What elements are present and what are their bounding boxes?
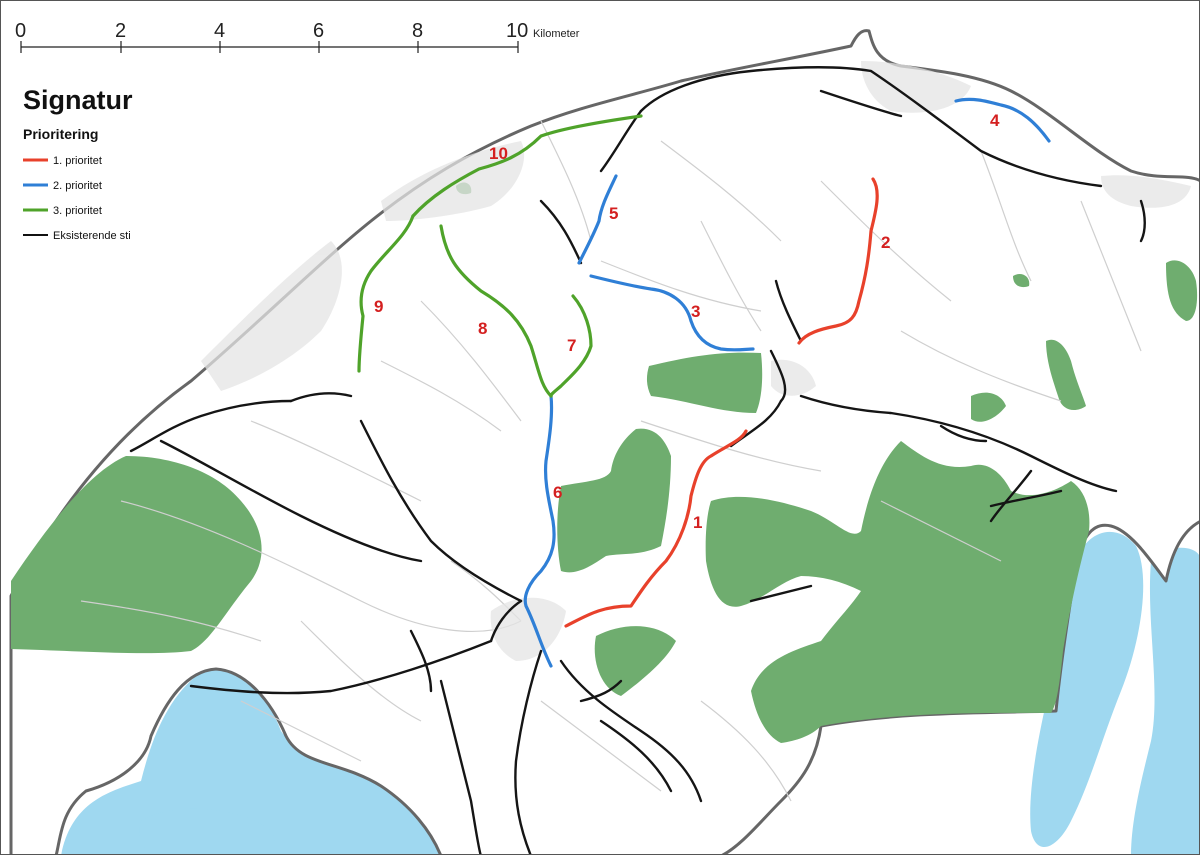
route-label-8: 8 <box>478 319 487 338</box>
scale-tick-6: 6 <box>313 20 324 42</box>
water-bay-southwest <box>61 670 441 854</box>
route-9-line[interactable] <box>357 214 415 373</box>
existing-paths <box>129 66 1146 854</box>
forest-central <box>557 428 671 573</box>
legend-label-existing-path: Eksisterende sti <box>53 230 131 242</box>
route-4-line[interactable] <box>954 97 1051 143</box>
legend-label-priority-1: 1. prioritet <box>53 155 102 167</box>
route-label-7: 7 <box>567 336 576 355</box>
route-label-4: 4 <box>990 111 1000 130</box>
legend-subtitle: Prioritering <box>23 126 98 142</box>
route-8-line[interactable] <box>439 224 553 398</box>
legend-label-priority-2: 2. prioritet <box>53 180 102 192</box>
water-lake-east <box>1030 531 1144 848</box>
route-7-line[interactable] <box>549 294 593 398</box>
route-label-2: 2 <box>881 233 890 252</box>
planned-routes <box>357 97 1051 668</box>
scale-tick-4: 4 <box>214 20 225 42</box>
route-label-6: 6 <box>553 483 562 502</box>
route-label-5: 5 <box>609 204 618 223</box>
route-labels: 1 2 3 4 5 6 7 8 9 10 <box>374 111 1000 532</box>
scale-tick-2: 2 <box>115 20 126 42</box>
route-2-line[interactable] <box>797 177 879 345</box>
legend-label-priority-3: 3. prioritet <box>53 205 102 217</box>
route-label-9: 9 <box>374 297 383 316</box>
scale-tick-10: 10 <box>506 20 528 42</box>
forest-east-edge <box>1166 260 1198 321</box>
forest-patch-ne <box>971 392 1006 422</box>
scale-tick-8: 8 <box>412 20 423 42</box>
route-label-3: 3 <box>691 302 700 321</box>
forest-central-north <box>646 352 763 413</box>
route-10-line[interactable] <box>411 114 643 218</box>
scale-bar: 0 2 4 6 8 10 Kilometer <box>15 20 580 53</box>
town-areas <box>201 61 1191 661</box>
route-1-line[interactable] <box>564 429 748 628</box>
route-5-line[interactable] <box>577 174 618 265</box>
legend-title: Signatur <box>23 85 133 115</box>
route-label-10: 10 <box>489 144 508 163</box>
route-6-line[interactable] <box>523 394 556 668</box>
forest-patch-n1 <box>1013 274 1030 288</box>
scale-unit-label: Kilometer <box>533 28 580 40</box>
scale-tick-0: 0 <box>15 20 26 42</box>
route-label-1: 1 <box>693 513 702 532</box>
forest-west <box>11 456 262 654</box>
forest-south-central <box>594 626 676 696</box>
legend: Signatur Prioritering 1. prioritet 2. pr… <box>23 85 133 242</box>
route-3-line[interactable] <box>589 274 755 352</box>
water-lake-south <box>139 808 276 854</box>
water-lake-far-east <box>1131 547 1199 854</box>
forest-east-strip <box>1046 339 1086 411</box>
